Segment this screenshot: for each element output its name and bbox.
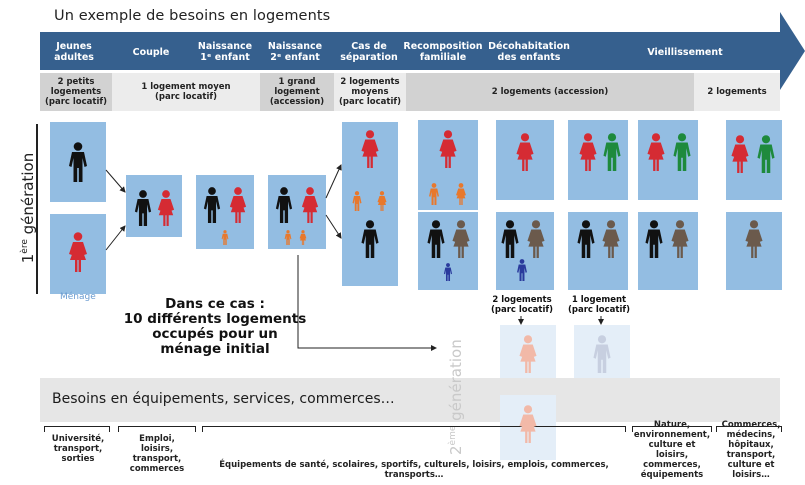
timeline-arrow-head <box>780 12 805 90</box>
arrow-man-to-couple <box>105 169 126 193</box>
child-icon <box>221 230 229 245</box>
bracket-4 <box>632 426 712 432</box>
equipment-band-text: Besoins en équipements, services, commer… <box>52 391 395 407</box>
woman-icon <box>439 130 457 168</box>
man-icon <box>134 190 152 226</box>
bottom-need-1: Université,transport,sorties <box>51 434 105 464</box>
partner-icon <box>745 220 763 258</box>
card-decohab-3 <box>568 120 628 200</box>
elder-man-icon <box>673 133 691 171</box>
need-vieillissement: 2 logements <box>694 73 780 111</box>
card-decohab-4 <box>568 212 628 290</box>
diagram-title: Un exemple de besoins en logements <box>54 8 331 24</box>
card-decohab-2 <box>496 212 554 290</box>
arrow-to-separation-father <box>325 214 342 239</box>
woman-icon <box>579 133 597 171</box>
man-icon <box>361 220 379 258</box>
man-icon <box>275 187 293 223</box>
bracket-1 <box>44 426 110 432</box>
child-icon <box>429 183 439 205</box>
woman-icon <box>361 130 379 168</box>
stage-couple: Couple <box>132 46 170 58</box>
elder-man-icon <box>603 133 621 171</box>
woman-icon <box>731 135 749 173</box>
menage-label: Ménage <box>60 292 96 302</box>
man-icon <box>577 220 595 258</box>
man-icon <box>69 142 87 182</box>
equipment-band-right <box>635 378 780 422</box>
faded-woman-icon <box>519 335 537 373</box>
elder-man-icon <box>757 135 775 173</box>
child-icon <box>443 263 453 281</box>
generation-1-bracket <box>36 124 42 294</box>
bracket-2 <box>118 426 196 432</box>
partner-icon <box>527 220 545 258</box>
partner-icon <box>602 220 620 258</box>
woman-icon <box>69 232 87 272</box>
bottom-need-5: Commerces,médecins,hôpitaux,transport,cu… <box>721 420 781 480</box>
bracket-5 <box>716 426 782 432</box>
need-accession: 2 logements (accession) <box>406 73 694 111</box>
timeline-arrow-body <box>40 32 780 70</box>
child-icon <box>284 230 292 245</box>
child-icon <box>377 191 387 211</box>
faded-woman-icon <box>519 405 537 443</box>
case-summary-text: Dans ce cas : 10 différents logements oc… <box>123 296 307 357</box>
card-vieill-1 <box>638 120 698 200</box>
woman-icon <box>301 187 319 223</box>
faded-man-icon <box>593 335 611 373</box>
woman-icon <box>516 133 534 171</box>
need-couple-naissance: 1 logement moyen(parc locatif) <box>112 73 260 111</box>
bracket-3 <box>202 426 626 432</box>
stage-vieillissement: Vieillissement <box>647 46 723 58</box>
decohab-note-1: 2 logements(parc locatif) <box>491 295 553 315</box>
arrow-woman-to-couple <box>105 225 126 251</box>
child-icon <box>517 259 527 281</box>
partner-icon <box>671 220 689 258</box>
card-recomposition-2 <box>418 212 478 290</box>
child-icon <box>456 183 466 205</box>
arrow-to-separation-mother <box>325 164 342 199</box>
partner-icon <box>452 220 470 258</box>
man-icon <box>203 187 221 223</box>
woman-icon <box>229 187 247 223</box>
child-icon <box>299 230 307 245</box>
bottom-need-3: Équipements de santé, scolaires, sportif… <box>219 460 609 480</box>
woman-icon <box>157 190 175 226</box>
man-icon <box>501 220 519 258</box>
bottom-need-2: Emploi,loisirs,transport,commerces <box>129 434 185 474</box>
child-icon <box>352 191 362 211</box>
man-icon <box>427 220 445 258</box>
card-vieill-2 <box>638 212 698 290</box>
arrow-to-gen2 <box>297 255 437 351</box>
woman-icon <box>647 133 665 171</box>
decohab-note-2: 1 logement(parc locatif) <box>568 295 630 315</box>
man-icon <box>645 220 663 258</box>
